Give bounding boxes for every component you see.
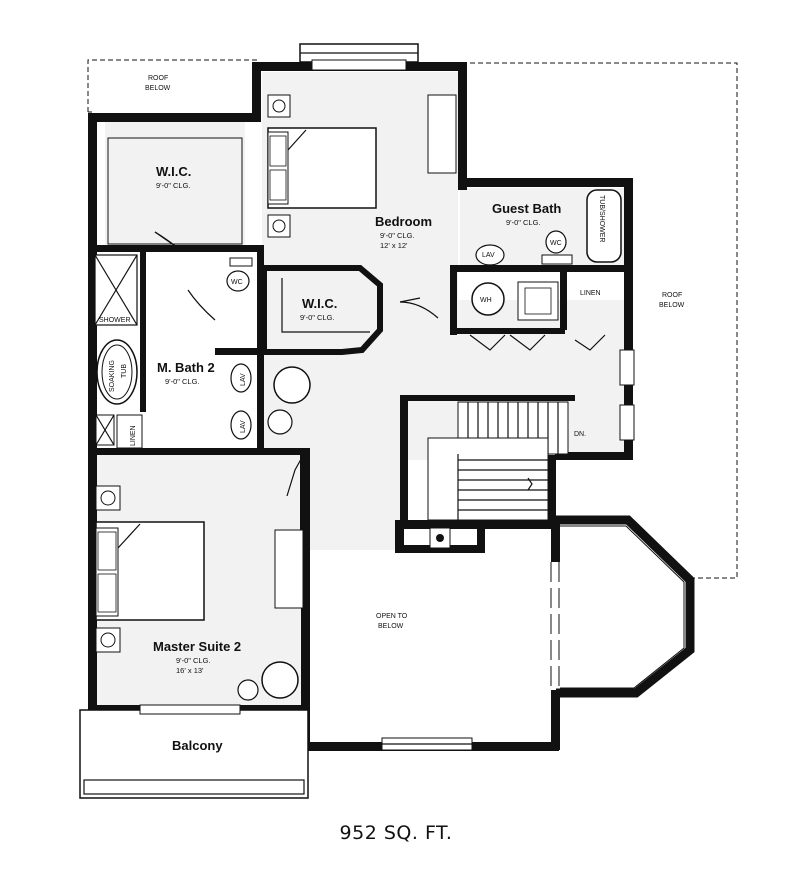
balcony-outline (79, 704, 309, 799)
tub-shower-label: TUB/SHOWER (598, 195, 605, 242)
wic2-ceiling: 9'-0" CLG. (300, 313, 335, 322)
dn-label: DN. (574, 431, 586, 438)
window-bottom (381, 737, 473, 751)
roof-below-right-label-1: ROOF (662, 292, 682, 299)
bedroom-size: 12' x 12' (380, 241, 408, 250)
bedroom-title: Bedroom (375, 214, 432, 229)
chair-hall (267, 366, 311, 435)
wic1-title: W.I.C. (156, 164, 191, 179)
mbath-ceiling: 9'-0" CLG. (165, 377, 200, 386)
soaking-tub-label-1: SOAKING (109, 360, 116, 392)
guest-bath-ceiling: 9'-0" CLG. (506, 218, 541, 227)
roof-below-left-label-2: BELOW (145, 85, 171, 92)
lav-guest-label: LAV (482, 252, 495, 259)
roof-below-left-label-1: ROOF (148, 75, 168, 82)
staircase (427, 401, 569, 521)
shower-label: SHOWER (99, 317, 131, 324)
master-ceiling: 9'-0" CLG. (176, 656, 211, 665)
roof-outline-left (87, 59, 258, 113)
open-to-below-label-2: BELOW (378, 623, 404, 630)
soaking-tub-label-2: TUB (121, 364, 128, 378)
linen-bottom-label: LINEN (130, 425, 137, 446)
balcony-title: Balcony (172, 738, 223, 753)
master-title: Master Suite 2 (153, 639, 241, 654)
window-top (299, 43, 419, 71)
wc-guest-label: WC (550, 240, 562, 247)
lav-master-label-1: LAV (240, 373, 247, 386)
bedroom-ceiling: 9'-0" CLG. (380, 231, 415, 240)
bed-master (95, 485, 304, 701)
windows-right (619, 349, 635, 441)
area-footer: 952 SQ. FT. (339, 822, 453, 844)
interior-walls (92, 245, 630, 548)
linen-top-label: LINEN (580, 290, 601, 297)
bay-window (556, 515, 695, 698)
guest-bath-fixtures (471, 189, 622, 321)
mbath-title: M. Bath 2 (157, 360, 215, 375)
wc-master-label: WC (231, 279, 243, 286)
open-to-below-label-1: OPEN TO (376, 613, 408, 620)
guest-bath-title: Guest Bath (492, 201, 561, 216)
wic2-title: W.I.C. (302, 296, 337, 311)
lav-master-label-2: LAV (240, 420, 247, 433)
master-bath-fixtures (94, 254, 253, 449)
wh-label: WH (480, 297, 492, 304)
doors (154, 231, 606, 497)
bed-bedroom (267, 94, 457, 238)
master-size: 16' x 13' (176, 666, 204, 675)
wic1-shelf (107, 137, 243, 245)
roof-outline-right (470, 62, 738, 579)
railing (550, 562, 560, 690)
wic1-ceiling: 9'-0" CLG. (156, 181, 191, 190)
roof-below-right-label-2: BELOW (659, 302, 685, 309)
wic2-enclosure (261, 265, 383, 355)
